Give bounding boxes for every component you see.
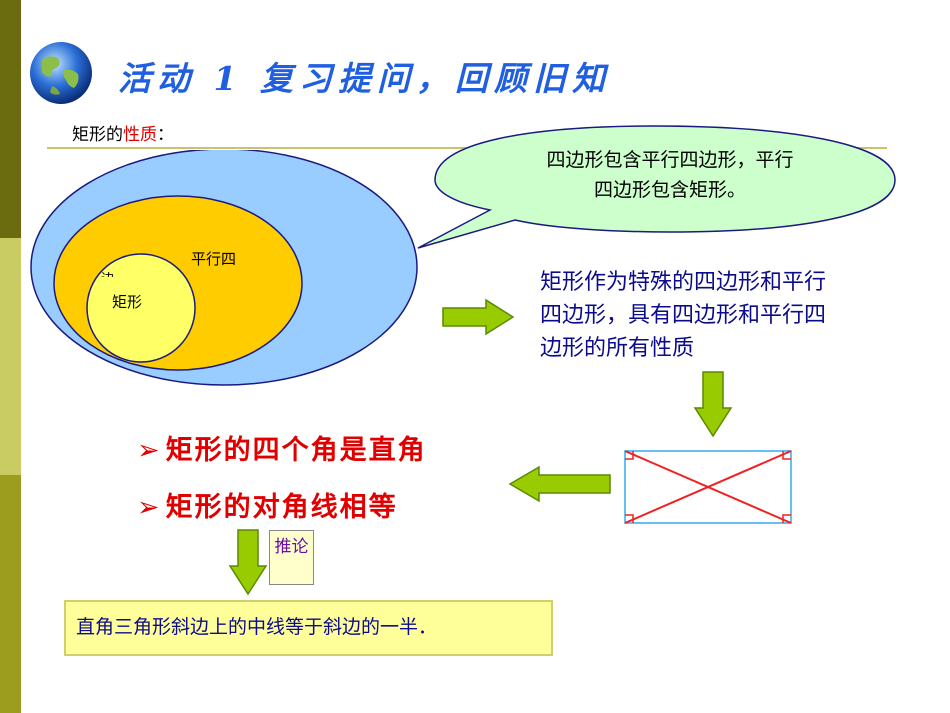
down-arrow-icon — [228, 529, 268, 596]
property-line-2: 四边形，具有四边形和平行四 — [540, 303, 827, 328]
property-bullet-right-angles: ➢矩形的四个角是直角 — [137, 428, 427, 467]
bullet-marker-icon: ➢ — [137, 435, 162, 466]
rectangle-diagram-icon — [624, 450, 792, 524]
section-label-suffix: ： — [157, 125, 174, 145]
speech-bubble-line-1: 四边形包含平行四边形，平行 — [546, 149, 794, 171]
left-bar-middle — [0, 238, 21, 475]
property-bullet-text: 矩形的对角线相等 — [165, 492, 398, 523]
speech-bubble — [417, 125, 896, 249]
inference-label: 推论 — [269, 530, 314, 585]
parallelogram-label: 平行四 — [191, 250, 237, 268]
globe-icon — [30, 42, 92, 104]
section-label-highlight: 性质 — [123, 125, 157, 145]
venn-diagram — [30, 150, 418, 386]
parallelogram-label-clipped: 边 — [101, 268, 114, 277]
down-arrow-icon — [693, 371, 733, 438]
rectangle-circle — [86, 253, 196, 363]
property-line-3: 边形的所有性质 — [540, 336, 695, 361]
rectangle-label: 矩形 — [112, 293, 143, 311]
corollary-box: 直角三角形斜边上的中线等于斜边的一半． — [64, 600, 553, 656]
left-bar-top — [0, 0, 21, 238]
section-label-prefix: 矩形的 — [72, 125, 123, 145]
left-bar-bottom — [0, 475, 21, 713]
right-arrow-icon — [442, 298, 515, 336]
speech-bubble-text: 四边形包含平行四边形，平行 四边形包含矩形。 — [470, 145, 870, 205]
page-title: 活动 1 复习提问，回顾旧知 — [118, 59, 611, 98]
property-line-1: 矩形作为特殊的四边形和平行 — [540, 270, 827, 295]
property-bullet-equal-diagonals: ➢矩形的对角线相等 — [137, 485, 398, 524]
speech-bubble-line-2: 四边形包含矩形。 — [593, 179, 746, 201]
left-arrow-icon — [508, 465, 611, 503]
section-label: 矩形的性质： — [72, 120, 174, 145]
bullet-marker-icon: ➢ — [137, 492, 162, 523]
property-explanation: 矩形作为特殊的四边形和平行 四边形，具有四边形和平行四 边形的所有性质 — [540, 266, 900, 365]
property-bullet-text: 矩形的四个角是直角 — [165, 435, 427, 466]
